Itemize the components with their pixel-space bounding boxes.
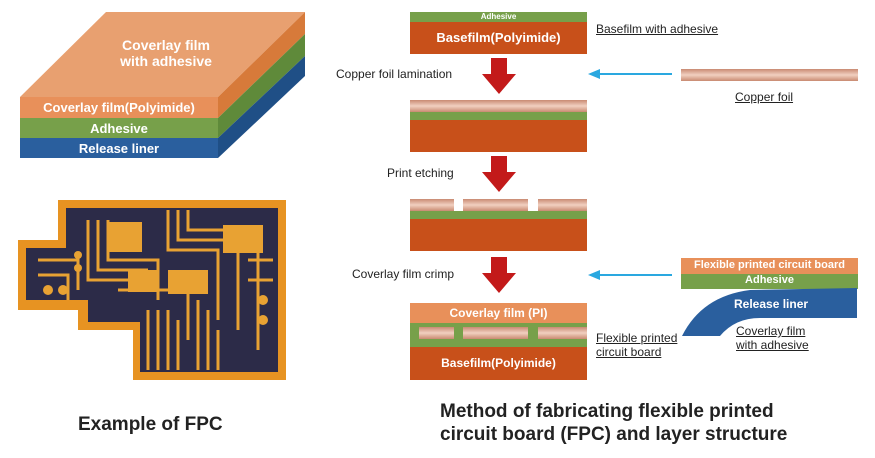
block-top-face bbox=[20, 12, 305, 97]
step2-copper-seg-2 bbox=[463, 199, 528, 211]
block-side-adhesive bbox=[218, 34, 305, 138]
blue-arrow-1 bbox=[588, 69, 672, 79]
final-basefilm-text: Basefilm(Polyimide) bbox=[441, 356, 556, 370]
step2-copper-seg-3 bbox=[538, 199, 587, 211]
step1-copper-layer bbox=[410, 100, 587, 112]
final-copper-seg-2 bbox=[463, 327, 528, 339]
block-front-release bbox=[20, 138, 218, 158]
final-coverlay-text: Coverlay film (PI) bbox=[449, 306, 548, 320]
coverlay-side-layer1-text: Flexible printed circuit board bbox=[694, 259, 845, 271]
coverlay-with-adhesive-label: Coverlay film with adhesive bbox=[736, 324, 809, 352]
step-copper-lamination-label: Copper foil lamination bbox=[336, 67, 453, 81]
coverlay-side-layer2-text: Adhesive bbox=[745, 274, 794, 286]
step-print-etching-label: Print etching bbox=[387, 166, 454, 180]
basefilm-polyimide-text: Basefilm(Polyimide) bbox=[436, 30, 561, 45]
step1-adhesive-layer bbox=[410, 112, 587, 120]
fpc-example-caption: Example of FPC bbox=[78, 414, 223, 435]
fpc-result-label: Flexible printed circuit board bbox=[596, 331, 677, 359]
block-front-adhesive bbox=[20, 118, 218, 138]
final-copper-seg-3 bbox=[538, 327, 587, 339]
block-top-label: Coverlay film with adhesive bbox=[86, 37, 246, 69]
coverlay-side-layer1: Flexible printed circuit board bbox=[681, 258, 858, 274]
release-liner-peel bbox=[682, 288, 857, 336]
step2-polyimide-layer bbox=[410, 219, 587, 251]
final-coverlay-layer: Coverlay film (PI) bbox=[410, 303, 587, 323]
step-coverlay-crimp-label: Coverlay film crimp bbox=[352, 267, 455, 281]
diagram-title-line1: Method of fabricating flexible printed bbox=[440, 401, 774, 422]
basefilm-polyimide-layer: Basefilm(Polyimide) bbox=[410, 22, 587, 54]
fpc-photo bbox=[18, 200, 286, 380]
block-adhesive-label: Adhesive bbox=[90, 121, 148, 136]
down-arrow-1 bbox=[482, 58, 516, 94]
fpc-result-label-line2: circuit board bbox=[596, 345, 662, 359]
step2-copper-seg-1 bbox=[410, 199, 454, 211]
copper-foil-sample bbox=[681, 69, 858, 81]
fpc-result-label-line1: Flexible printed bbox=[596, 331, 678, 345]
coverlay-side-layer3-text: Release liner bbox=[734, 297, 809, 311]
copper-foil-label: Copper foil bbox=[735, 90, 794, 104]
coverlay-3d-block bbox=[20, 12, 305, 158]
basefilm-adhesive-text: Adhesive bbox=[480, 12, 517, 21]
block-front-coverlay bbox=[20, 97, 218, 118]
block-release-label: Release liner bbox=[78, 141, 160, 156]
diagram-title-line2: circuit board (FPC) and layer structure bbox=[440, 424, 788, 445]
basefilm-with-adhesive-label: Basefilm with adhesive bbox=[596, 22, 719, 36]
block-top-label-line1: Coverlay film bbox=[122, 37, 210, 53]
coverlay-with-adhesive-label-line2: with adhesive bbox=[736, 338, 809, 352]
coverlay-with-adhesive-label-line1: Coverlay film bbox=[736, 324, 806, 338]
final-polyimide-layer: Basefilm(Polyimide) bbox=[410, 347, 587, 380]
block-coverlay-label: Coverlay film(Polyimide) bbox=[43, 100, 195, 115]
blue-arrow-2 bbox=[588, 270, 672, 280]
block-top-label-line2: with adhesive bbox=[120, 53, 212, 69]
block-side-coverlay bbox=[218, 12, 305, 118]
final-copper-seg-1 bbox=[419, 327, 454, 339]
down-arrow-2 bbox=[482, 156, 516, 192]
coverlay-side-layer2: Adhesive bbox=[681, 274, 858, 289]
step1-polyimide-layer bbox=[410, 120, 587, 152]
down-arrow-3 bbox=[482, 257, 516, 293]
step2-adhesive-layer bbox=[410, 211, 587, 219]
basefilm-adhesive-layer: Adhesive bbox=[410, 12, 587, 22]
block-side-release bbox=[218, 56, 305, 158]
